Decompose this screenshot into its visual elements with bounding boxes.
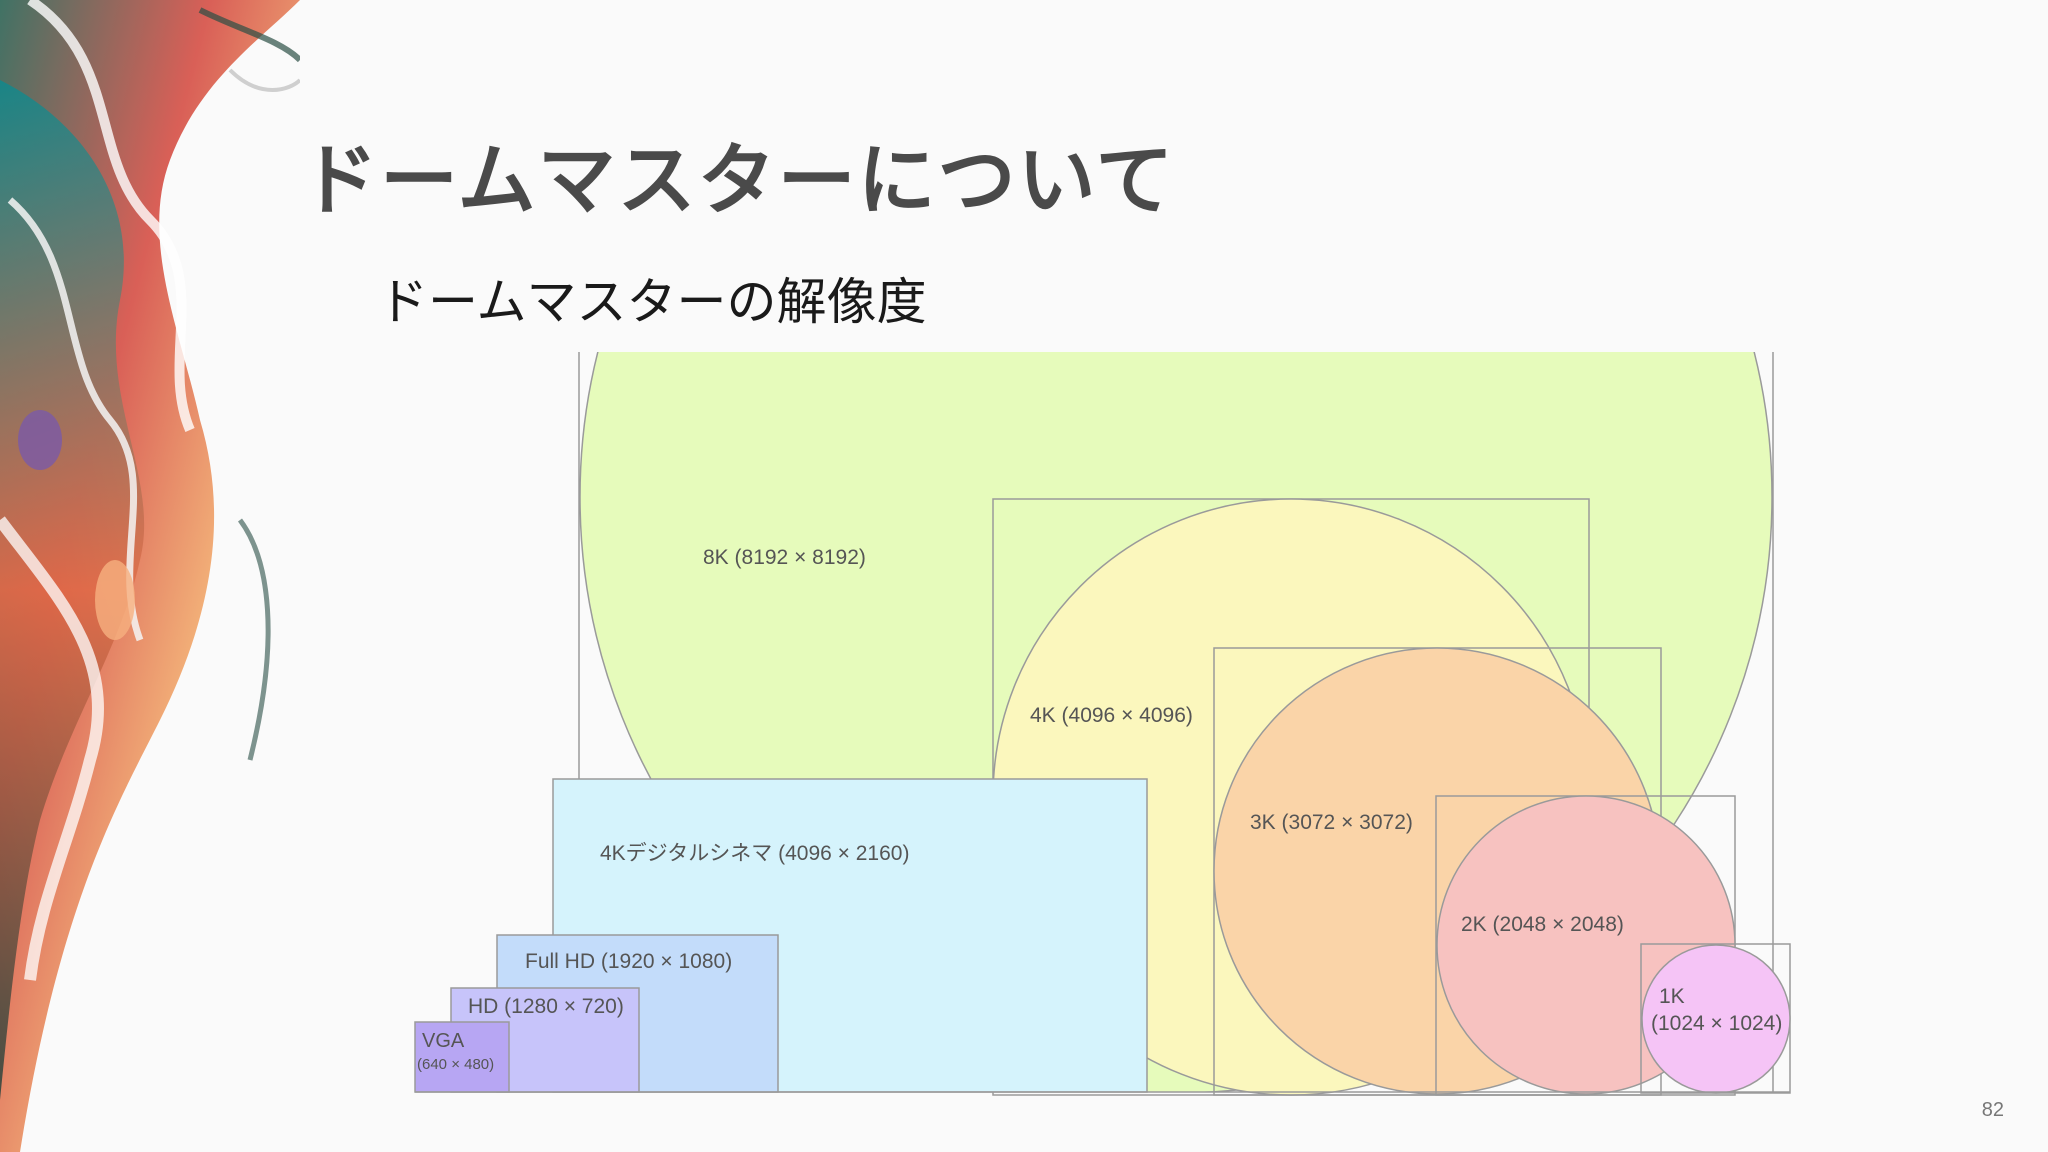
format-vga-label-line2: (640 × 480)	[417, 1056, 494, 1073]
format-vga-rect	[414, 1021, 510, 1093]
dome-1k-label-line1: 1K	[1659, 985, 1685, 1008]
dome-1k-circle	[1641, 944, 1791, 1094]
dome-4k-label: 4K (4096 × 4096)	[1030, 704, 1193, 727]
dome-8k-label: 8K (8192 × 8192)	[703, 546, 866, 569]
slide-subtitle: ドームマスターの解像度	[378, 273, 927, 331]
format-hd-label: HD (1280 × 720)	[468, 995, 624, 1018]
dome-1k-label-line2: (1024 × 1024)	[1651, 1012, 1782, 1035]
format-fullhd-label: Full HD (1920 × 1080)	[525, 950, 732, 973]
format-cinema-label: 4Kデジタルシネマ (4096 × 2160)	[600, 842, 909, 865]
format-vga: VGA (640 × 480)	[414, 1021, 510, 1093]
format-vga-label-line1: VGA	[422, 1030, 465, 1052]
dome-3k-label: 3K (3072 × 3072)	[1250, 811, 1413, 834]
page-number: 82	[1981, 1099, 2004, 1121]
decorative-swirl-art	[0, 0, 300, 1152]
slide-title: ドームマスターについて	[300, 136, 1176, 226]
dome-1k: 1K (1024 × 1024)	[1640, 943, 1791, 1094]
dome-2k-label: 2K (2048 × 2048)	[1461, 913, 1624, 936]
